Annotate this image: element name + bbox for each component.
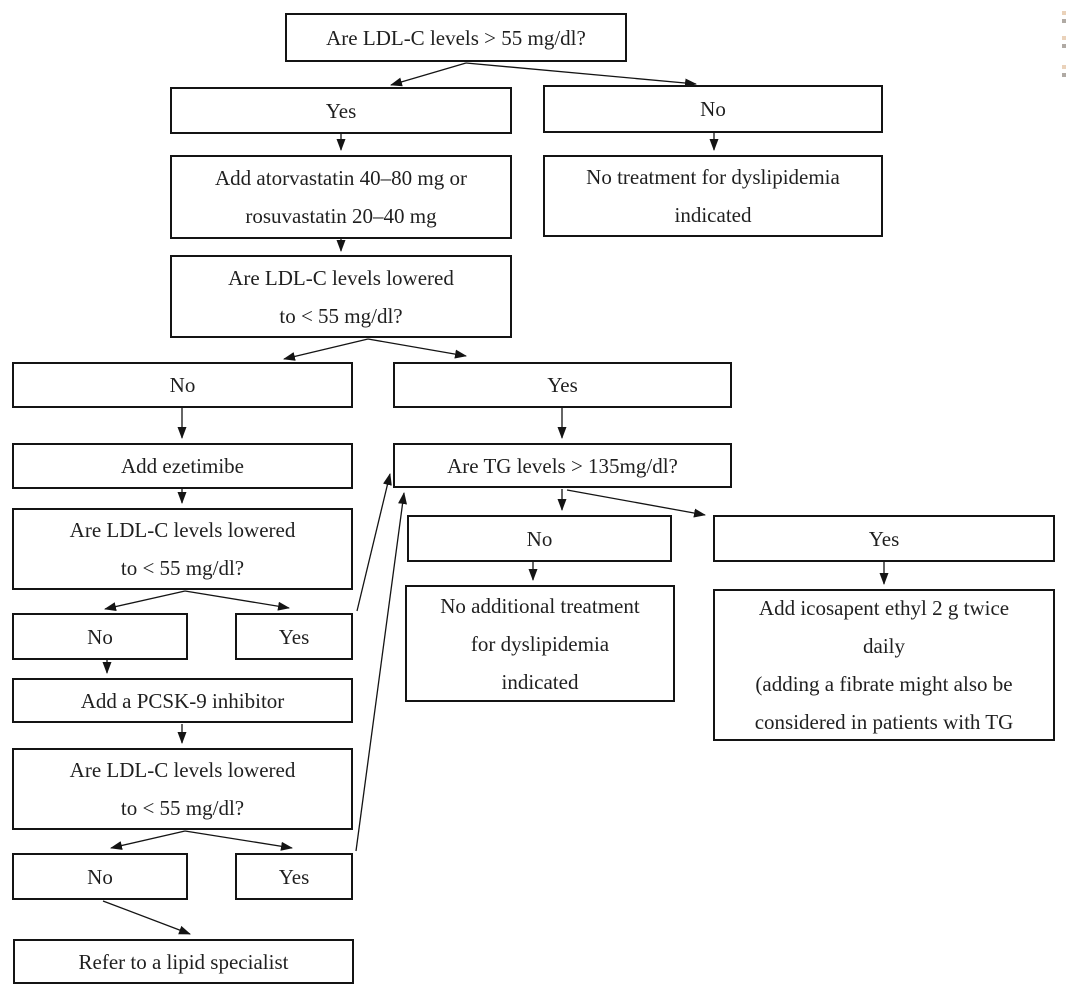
node-ldl-lowered-check-2: Are LDL-C levels lowered to < 55 mg/dl? [12,508,353,590]
node-add-statin: Add atorvastatin 40–80 mg or rosuvastati… [170,155,512,239]
node-yes-lowered-2: Yes [235,613,353,660]
node-refer-specialist: Refer to a lipid specialist [13,939,354,984]
node-yes-tg-high: Yes [713,515,1055,562]
margin-artifact [1062,44,1066,48]
node-ldl-lowered-check-3: Are LDL-C levels lowered to < 55 mg/dl? [12,748,353,830]
margin-artifact [1062,19,1066,23]
node-yes-lowered-1: Yes [393,362,732,408]
margin-artifact [1062,11,1066,15]
node-tg-question: Are TG levels > 135mg/dl? [393,443,732,488]
node-no-treatment: No treatment for dyslipidemia indicated [543,155,883,237]
node-no-additional-treatment: No additional treatment for dyslipidemia… [405,585,675,702]
node-no-lowered-3: No [12,853,188,900]
node-no-lowered-2: No [12,613,188,660]
node-yes-lowered-3: Yes [235,853,353,900]
node-no-ldl-high: No [543,85,883,133]
node-yes-ldl-high: Yes [170,87,512,134]
node-no-lowered-1: No [12,362,353,408]
margin-artifact [1062,36,1066,40]
margin-artifact [1062,73,1066,77]
margin-artifact [1062,65,1066,69]
node-ldl-lowered-check-1: Are LDL-C levels lowered to < 55 mg/dl? [170,255,512,338]
node-ldl-question: Are LDL-C levels > 55 mg/dl? [285,13,627,62]
node-add-icosapent: Add icosapent ethyl 2 g twice daily (add… [713,589,1055,741]
node-add-pcsk9: Add a PCSK-9 inhibitor [12,678,353,723]
node-add-ezetimibe: Add ezetimibe [12,443,353,489]
node-no-tg-high: No [407,515,672,562]
